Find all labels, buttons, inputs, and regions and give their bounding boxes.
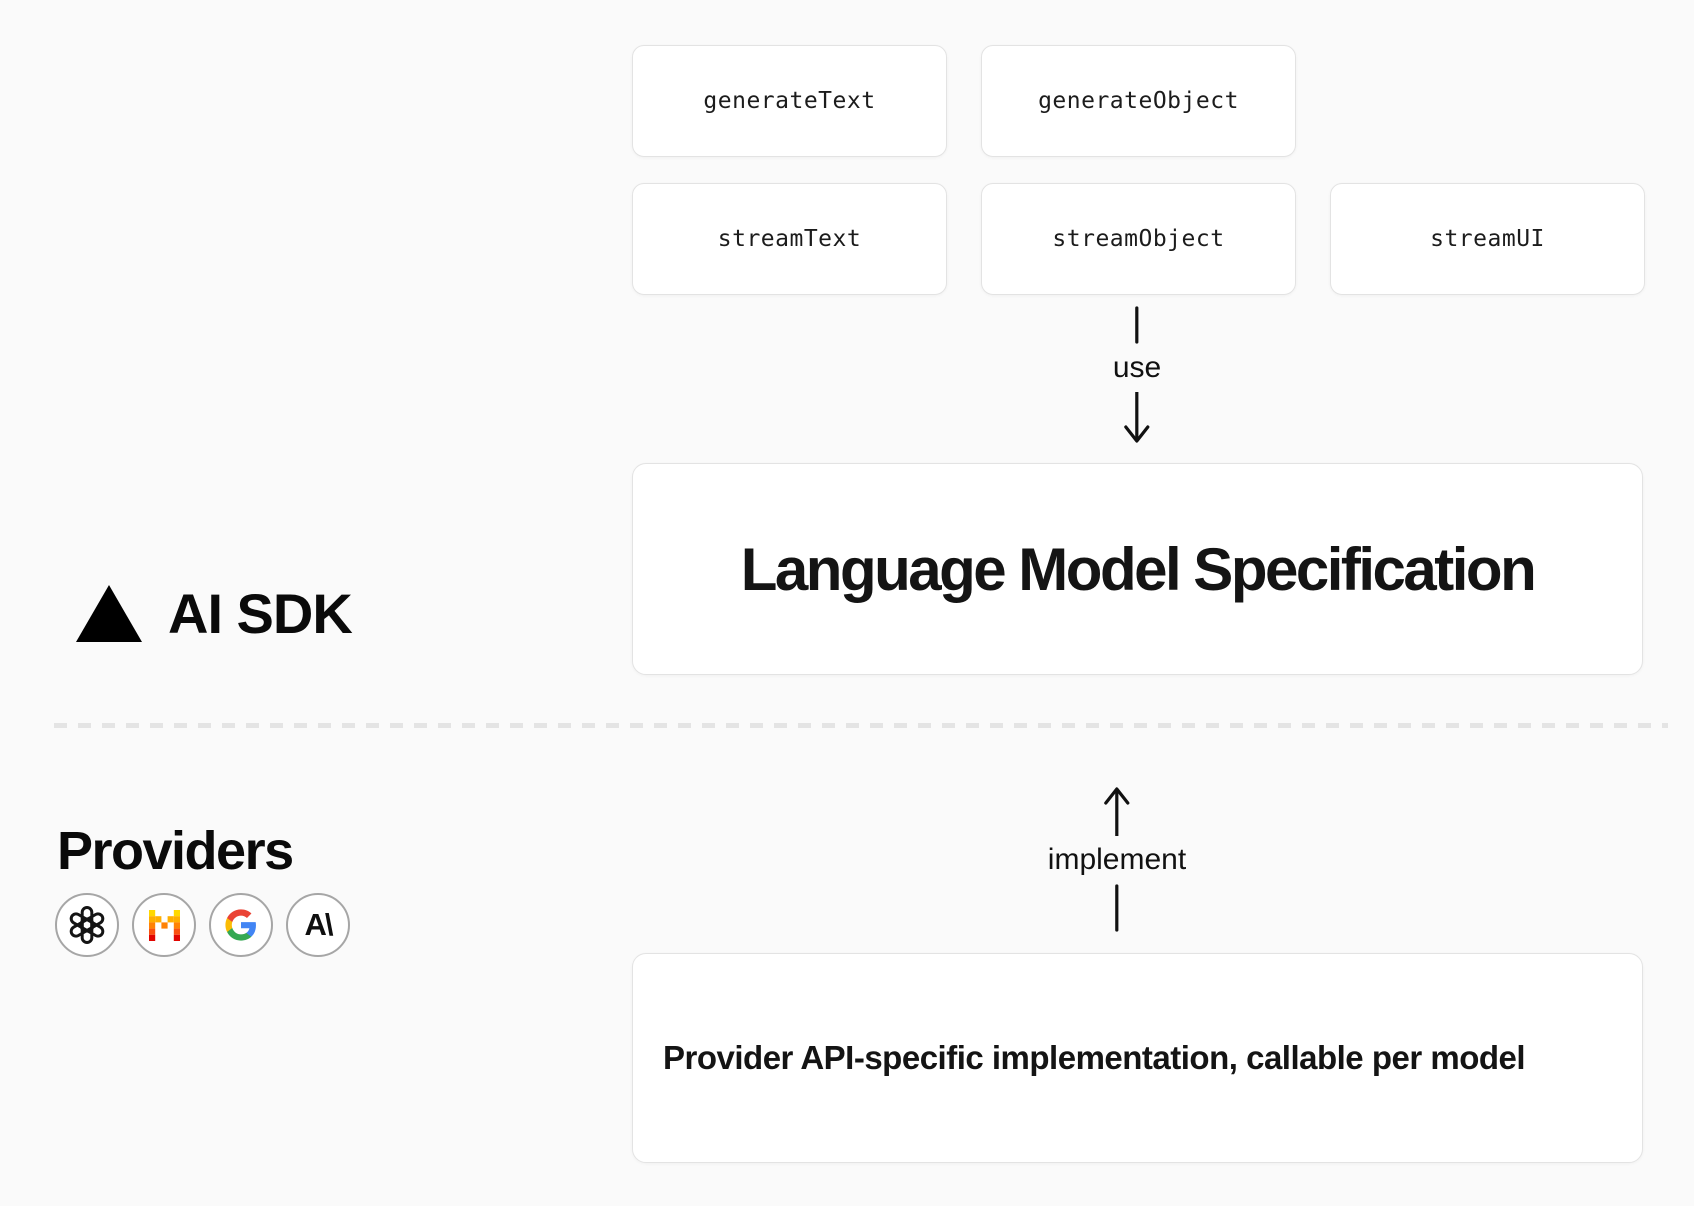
openai-icon xyxy=(55,893,119,957)
node-generate-text: generateText xyxy=(632,45,947,157)
ai-sdk-label: AI SDK xyxy=(168,581,353,645)
mistral-m-glyph xyxy=(148,909,180,941)
implement-connector: implement xyxy=(1048,784,1186,932)
providers-heading: Providers xyxy=(57,821,294,881)
provider-implementation-box: Provider API-specific implementation, ca… xyxy=(632,953,1643,1163)
provider-icon-row: A\ xyxy=(55,893,350,957)
node-generate-object: generateObject xyxy=(981,45,1296,157)
node-stream-object-label: streamObject xyxy=(1052,226,1225,252)
connector-line xyxy=(1115,884,1119,932)
node-stream-object: streamObject xyxy=(981,183,1296,295)
node-generate-text-label: generateText xyxy=(703,88,876,114)
ai-sdk-lockup: AI SDK xyxy=(76,578,353,648)
node-stream-text: streamText xyxy=(632,183,947,295)
arrow-up-icon xyxy=(1104,787,1130,836)
node-stream-ui-label: streamUI xyxy=(1430,226,1545,252)
spec-box-title: Language Model Specification xyxy=(740,535,1537,603)
language-model-specification-box: Language Model Specification xyxy=(632,463,1643,675)
arrow-down-icon xyxy=(1124,392,1150,443)
google-icon xyxy=(209,893,273,957)
dashed-divider xyxy=(54,723,1668,728)
openai-knot-glyph xyxy=(69,906,105,944)
use-connector: use xyxy=(1113,306,1161,446)
connector-line xyxy=(1135,306,1139,344)
anthropic-a-glyph: A\ xyxy=(304,907,334,942)
node-stream-text-label: streamText xyxy=(717,226,862,252)
anthropic-icon: A\ xyxy=(286,893,350,957)
google-g-glyph xyxy=(225,909,256,941)
node-stream-ui: streamUI xyxy=(1330,183,1645,295)
implement-label: implement xyxy=(1047,843,1187,876)
provider-implementation-text: Provider API-specific implementation, ca… xyxy=(663,1038,1526,1076)
mistral-icon xyxy=(132,893,196,957)
vercel-triangle-icon xyxy=(76,584,142,642)
node-generate-object-label: generateObject xyxy=(1038,88,1239,114)
use-label: use xyxy=(1112,351,1162,384)
